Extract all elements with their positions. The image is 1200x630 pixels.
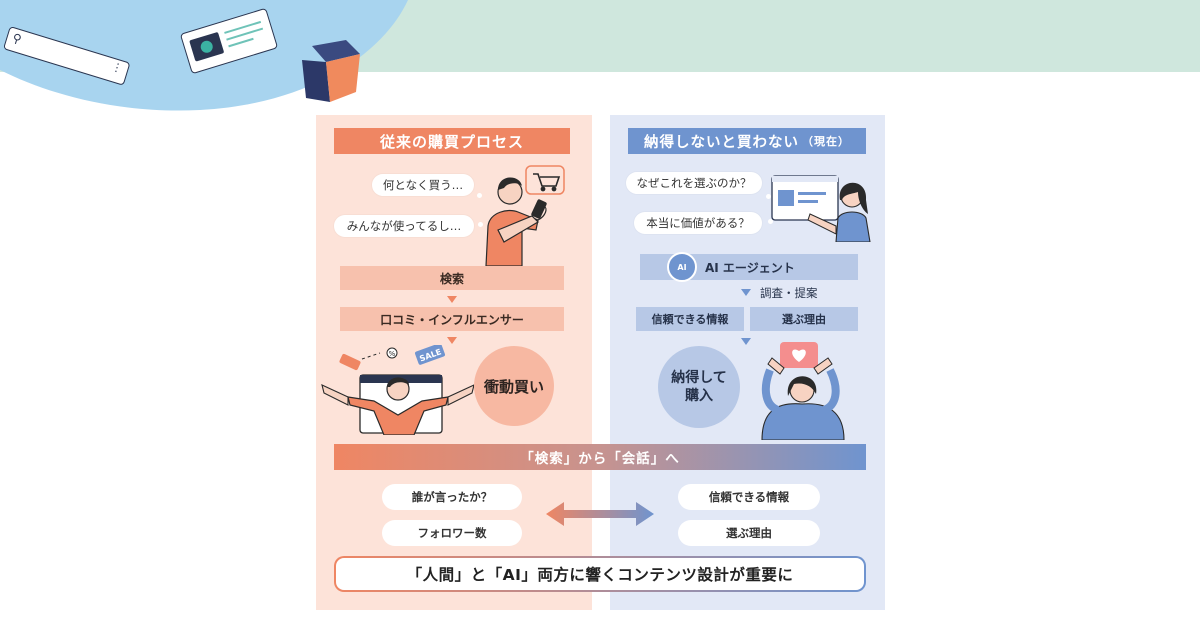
left-panel-title: 従来の購買プロセス xyxy=(334,128,570,154)
step-reviews-influencer: 口コミ・インフルエンサー xyxy=(340,307,564,331)
compare-left-item-1: 誰が言ったか？ xyxy=(382,484,522,510)
arrow-down-icon xyxy=(741,338,751,345)
impulse-buy-illustration: % SALE xyxy=(321,345,475,435)
robot-icon: AI xyxy=(667,252,697,282)
right-title-main: 納得しないと買わない xyxy=(644,134,799,151)
conclusion-box: 「人間」と「AI」両方に響くコンテンツ設計が重要に xyxy=(334,556,866,592)
impulse-buy-circle: 衝動買い xyxy=(474,346,554,426)
bubble-dot xyxy=(768,219,773,224)
double-arrow-icon xyxy=(546,502,654,526)
thought-bubble-3: なぜこれを選ぶのか？ xyxy=(626,172,762,194)
convinced-line2: 購入 xyxy=(685,388,713,404)
bubble-dot xyxy=(766,194,771,199)
cube-illustration xyxy=(302,40,360,102)
woman-heart-illustration xyxy=(761,342,845,440)
bubble-dot xyxy=(478,222,483,227)
ai-agent-label: AI エージェント xyxy=(705,260,795,275)
woman-browsing-illustration xyxy=(771,175,871,242)
more-dots-icon: ⋮ xyxy=(109,59,125,76)
arrow-down-icon xyxy=(741,289,751,296)
thought-bubble-4: 本当に価値がある？ xyxy=(634,212,762,234)
reason-to-choose-box: 選ぶ理由 xyxy=(750,307,858,331)
step-search: 検索 xyxy=(340,266,564,290)
research-propose-label: 調査・提案 xyxy=(760,286,818,300)
bubble-dot xyxy=(477,193,482,198)
arrow-down-icon xyxy=(447,337,457,344)
compare-right-item-1: 信頼できる情報 xyxy=(678,484,820,510)
arrow-down-icon xyxy=(447,296,457,303)
search-icon: ⚲ xyxy=(10,30,24,47)
ai-agent-row: AI AI エージェント xyxy=(640,252,858,282)
thought-bubble-1: 何となく買う… xyxy=(372,174,474,196)
percent-tag-icon: % xyxy=(389,350,396,358)
trusted-info-box: 信頼できる情報 xyxy=(636,307,744,331)
compare-right-item-2: 選ぶ理由 xyxy=(678,520,820,546)
shopping-cart-icon xyxy=(533,173,561,192)
convinced-purchase-circle: 納得して購入 xyxy=(658,346,740,428)
convinced-line1: 納得して xyxy=(671,369,727,386)
man-shopping-illustration xyxy=(485,165,565,266)
play-icon xyxy=(189,31,225,62)
right-panel-title: 納得しないと買わない（現在） xyxy=(628,128,866,154)
compare-left-item-2: フォロワー数 xyxy=(382,520,522,546)
right-title-note: （現在） xyxy=(802,135,850,148)
heart-icon xyxy=(792,349,806,362)
thought-bubble-2: みんなが使ってるし… xyxy=(334,215,474,237)
search-to-conversation-band: 「検索」から「会話」へ xyxy=(334,444,866,470)
